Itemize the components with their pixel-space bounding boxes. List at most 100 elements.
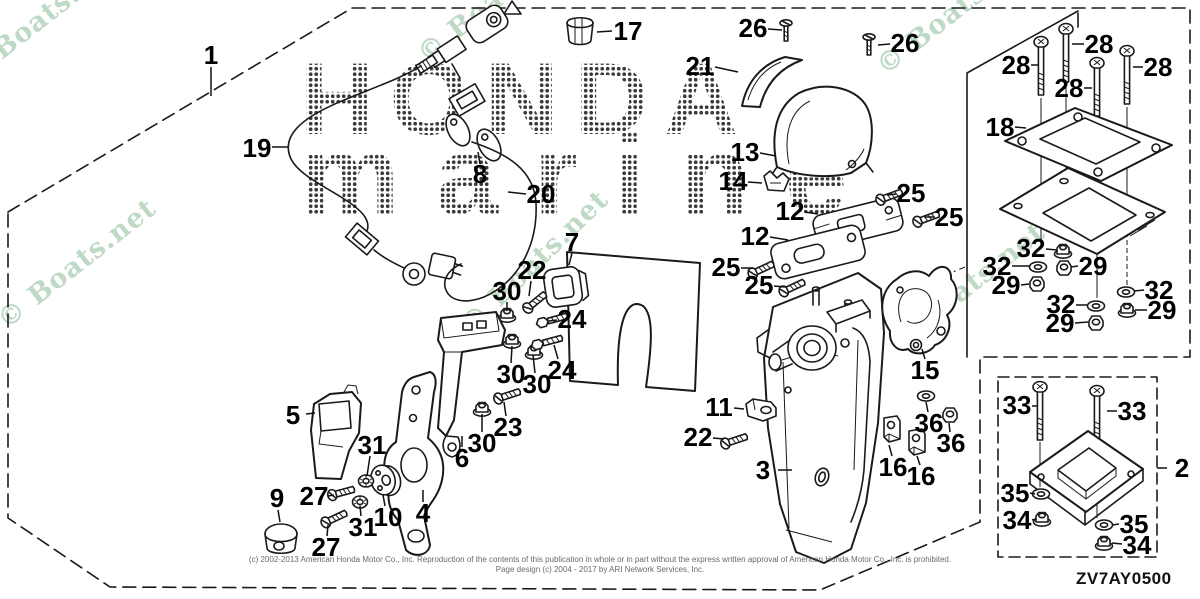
part-9-cap <box>264 523 298 555</box>
part-11-clamp <box>745 398 777 422</box>
part-20-cable <box>443 141 537 302</box>
leader-line-29 <box>1070 265 1079 268</box>
leader-line-35 <box>1029 492 1036 495</box>
leader-line-34 <box>1111 542 1123 545</box>
subassembly-box-bottom <box>997 376 1158 558</box>
leader-line-26 <box>877 43 891 46</box>
part-32-washer <box>1086 300 1106 312</box>
diagram-code: ZV7AY0500 <box>1076 569 1172 588</box>
part-23-screw <box>491 385 523 406</box>
part-10-disc <box>369 464 402 497</box>
part-24-bolt <box>529 332 565 352</box>
part-29-nut <box>1029 276 1045 292</box>
part-22-screw <box>718 430 750 451</box>
part-32-washer <box>1053 243 1073 260</box>
part-3-body <box>756 272 885 564</box>
leader-line-31 <box>366 455 371 477</box>
copyright-line-2: Page design (c) 2004 - 2017 by ARI Netwo… <box>495 564 705 574</box>
part-13-cover <box>769 85 874 182</box>
part-8-keys <box>445 63 502 162</box>
part-25-screw <box>745 257 777 282</box>
part-15-bracket <box>881 266 958 355</box>
leader-line-16 <box>888 444 893 457</box>
leader-line-29 <box>1020 283 1030 286</box>
leader-line-36 <box>948 422 951 433</box>
part-7-grommet <box>542 266 590 308</box>
copyright-text: (c) 2002-2013 American Honda Motor Co., … <box>0 555 1200 574</box>
part-12-bracket <box>770 224 866 280</box>
part-27-screw <box>325 483 357 503</box>
part-14-clip <box>763 170 790 192</box>
part-16-clip <box>908 428 926 456</box>
part-19-key-cable <box>287 0 522 286</box>
leader-line-30 <box>510 345 513 364</box>
leader-line-16 <box>916 455 921 466</box>
leader-line-5 <box>305 412 316 415</box>
part-32-washer <box>1116 286 1136 298</box>
leader-line-10 <box>382 494 386 507</box>
part-26-screw <box>862 32 876 56</box>
leader-line-25 <box>773 285 786 288</box>
part-34-nut <box>1094 535 1114 552</box>
leader-line-30 <box>532 354 536 374</box>
leader-line-36 <box>925 401 929 413</box>
leader-line-11 <box>733 407 745 410</box>
leader-line-20 <box>507 191 527 195</box>
leader-line-32 <box>1045 248 1058 251</box>
leader-line-8 <box>477 151 481 165</box>
leader-line-24 <box>548 319 558 322</box>
leader-line-34 <box>1031 518 1037 521</box>
part-2-spacer <box>1029 430 1144 526</box>
part-17-cap <box>566 16 594 46</box>
part-36-nut <box>942 407 958 423</box>
leader-line-27 <box>326 524 329 537</box>
leader-line-29 <box>1074 321 1089 324</box>
leader-line-13 <box>759 152 777 157</box>
leader-line-35 <box>1111 523 1120 526</box>
part-35-washer <box>1031 488 1051 500</box>
honda-marine-watermark: HONDA marine <box>300 42 883 238</box>
honda-watermark-text: HONDA <box>300 42 754 156</box>
part-29-nut <box>1088 315 1104 331</box>
leader-line-22 <box>712 437 725 440</box>
gasket-plate <box>999 167 1166 255</box>
leader-line-12 <box>804 211 819 215</box>
leader-line-12 <box>769 236 789 241</box>
leader-line-22 <box>528 280 532 297</box>
part-29-nut <box>1117 302 1137 319</box>
leader-line-27 <box>327 494 335 497</box>
marine-watermark-text: marine <box>300 113 883 238</box>
leader-line-7 <box>568 252 573 266</box>
part-29-nut <box>1056 260 1072 276</box>
part-31-washer <box>357 474 375 488</box>
leader-line-26 <box>767 28 783 31</box>
part-21-strip <box>741 56 803 108</box>
part-5-housing <box>310 384 362 480</box>
leader-line-21 <box>714 66 739 73</box>
part-22-screw <box>520 288 550 316</box>
subassembly-box-top <box>966 10 1079 358</box>
copyright-line-1: (c) 2002-2013 American Honda Motor Co., … <box>248 555 952 564</box>
part-25-screw <box>910 207 942 230</box>
part-32-washer <box>1028 261 1048 273</box>
part-4-arm <box>383 371 445 556</box>
part-6-bracket <box>437 311 506 458</box>
part-7-pad <box>566 251 701 392</box>
main-border <box>7 7 1191 591</box>
leader-lines <box>210 28 1167 545</box>
part-16-clip <box>883 415 901 443</box>
leader-line-24 <box>553 344 559 360</box>
leader-line-14 <box>747 181 763 184</box>
leader-line-17 <box>596 30 613 33</box>
part-35-washer <box>1094 519 1114 531</box>
leader-line-15 <box>921 348 926 360</box>
part-36-washer <box>916 390 936 402</box>
leader-line-31 <box>359 505 362 517</box>
part-18-plate <box>1004 107 1173 182</box>
leader-line-9 <box>277 509 281 523</box>
leader-line-25 <box>886 193 897 196</box>
leader-line-18 <box>1014 126 1027 129</box>
leader-line-23 <box>503 401 507 417</box>
